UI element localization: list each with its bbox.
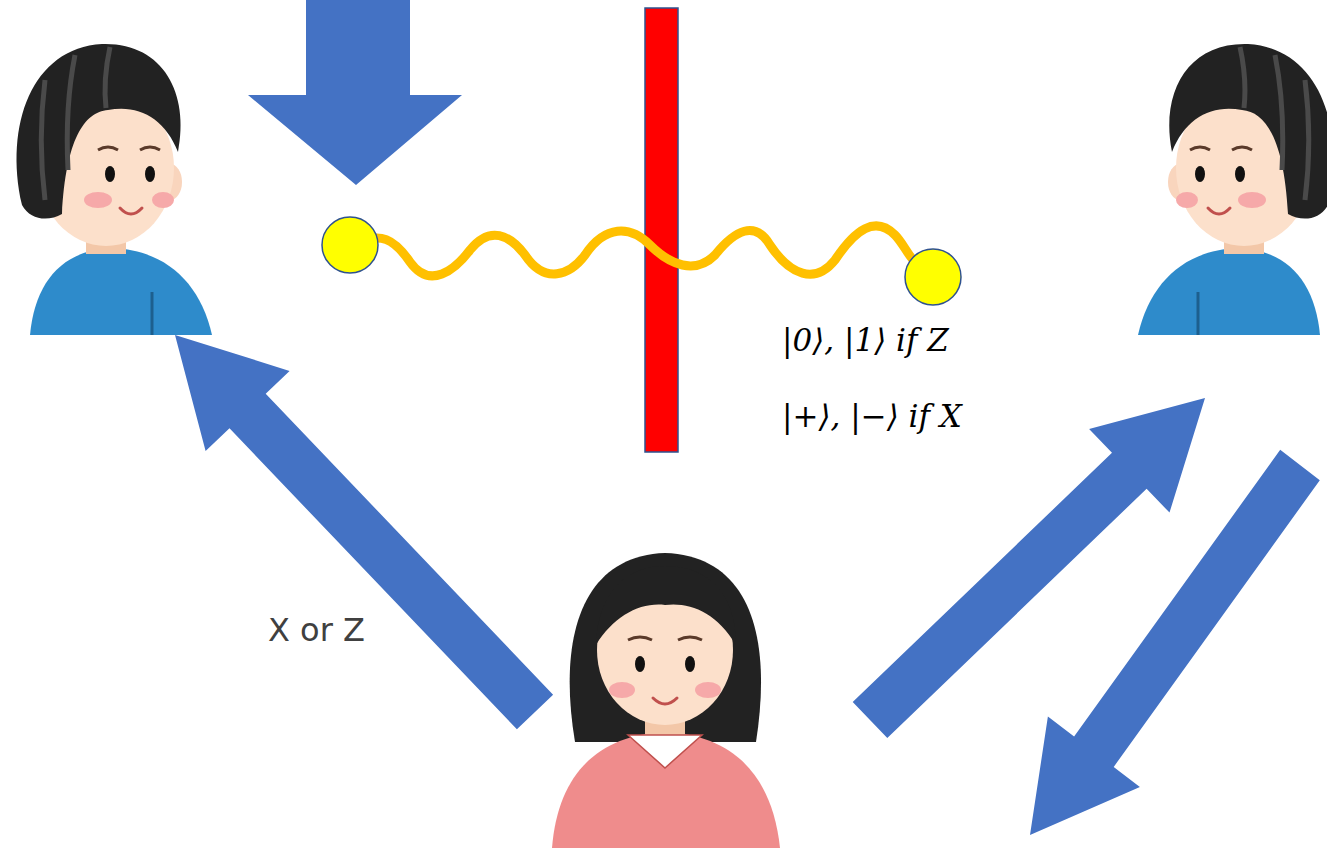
annotation-label: |0⟩, |1⟩ if Z: [782, 322, 949, 358]
qubit-circle: [322, 217, 378, 273]
qubit-circle: [905, 249, 961, 305]
center-person: [552, 553, 780, 848]
right-person: [1138, 44, 1327, 335]
annotation-text: X or Z: [268, 611, 365, 649]
annotation-label: |+⟩, |−⟩ if X: [782, 398, 962, 434]
message-arrow: [1030, 450, 1320, 835]
down-arrow: [248, 0, 462, 185]
entanglement-wave: [355, 226, 925, 276]
left-person: [17, 44, 212, 335]
annotation-text: |0⟩, |1⟩ if Z: [782, 322, 949, 358]
annotation-label: X or Z: [268, 611, 365, 649]
annotation-text: |+⟩, |−⟩ if X: [782, 398, 962, 434]
message-arrow: [175, 335, 553, 729]
barrier-bar: [645, 8, 678, 452]
